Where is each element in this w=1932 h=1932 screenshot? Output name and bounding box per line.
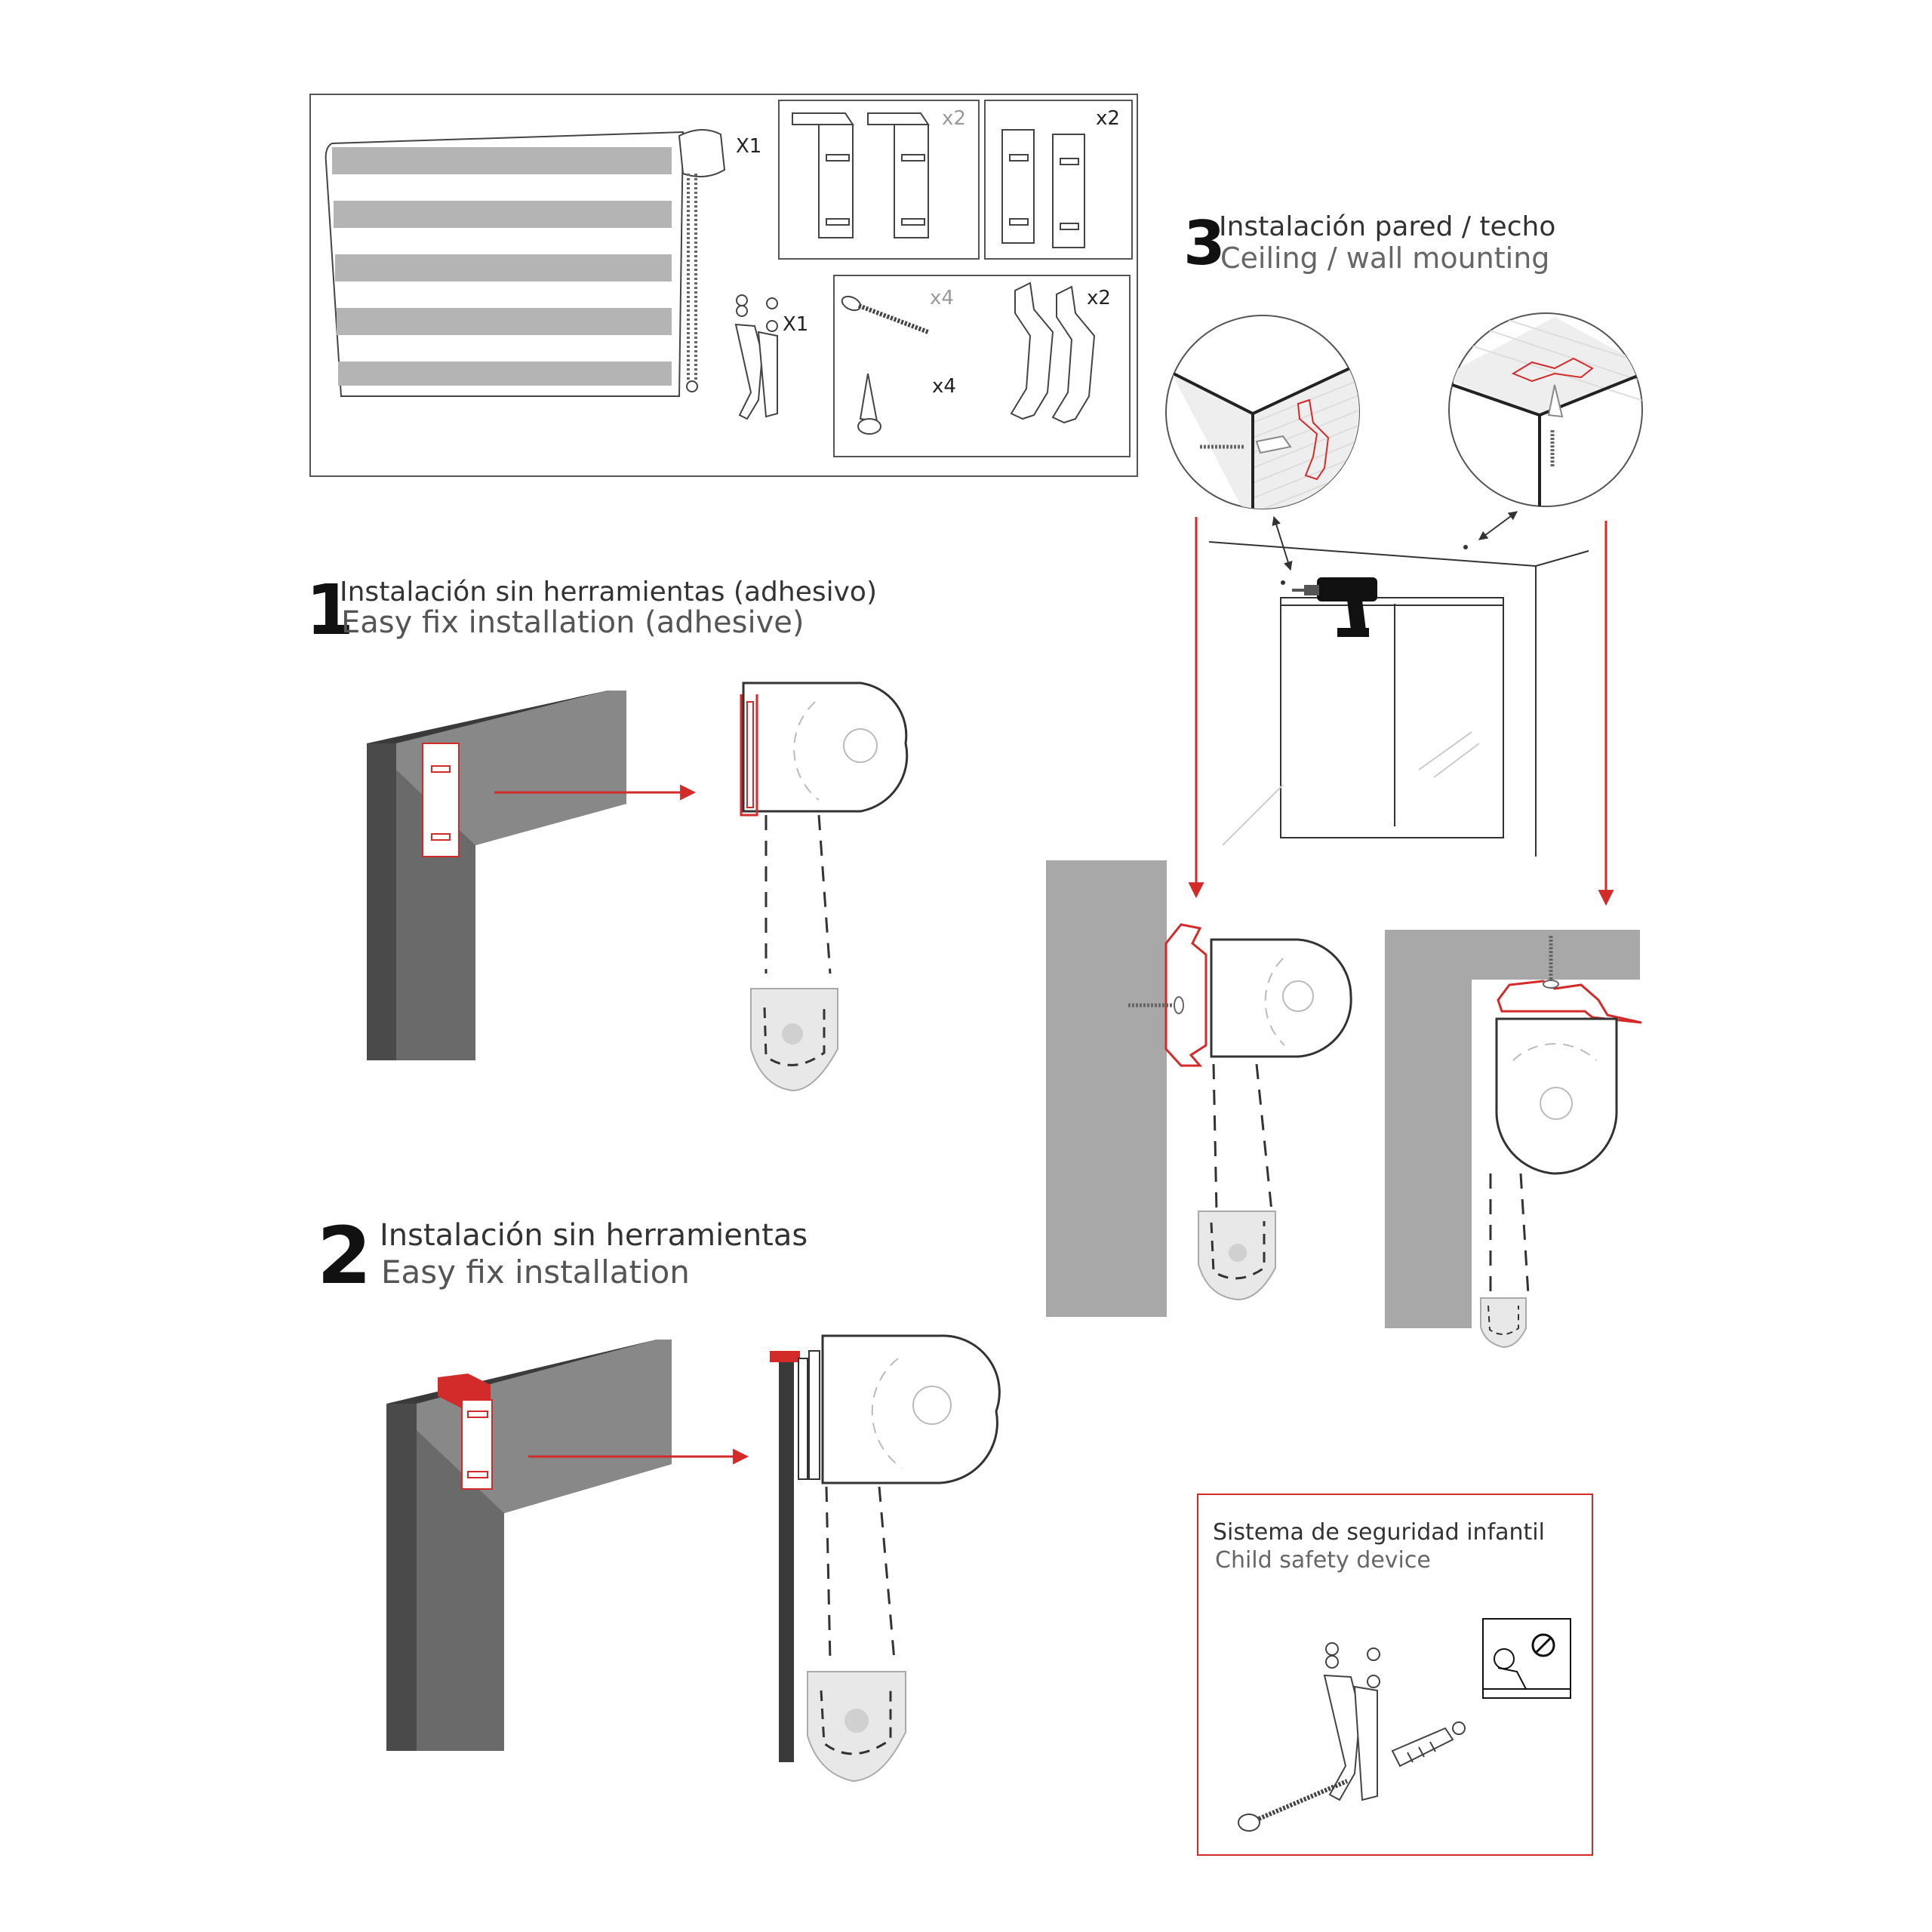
safety-device-qty: X1 <box>783 313 808 336</box>
step1-number: 1 <box>306 570 354 651</box>
parts-panel: X1 x2 x2 <box>309 94 1138 477</box>
child-safety-panel: Sistema de seguridad infantil Child safe… <box>1197 1494 1593 1856</box>
safety-device-part <box>734 294 778 420</box>
drill-point-dot <box>1463 545 1468 549</box>
ceiling-mount-result <box>1385 930 1642 1349</box>
blind-qty: X1 <box>736 135 761 158</box>
step2-title-en: Easy fix installation <box>381 1254 690 1291</box>
step1-title-es: Instalación sin herramientas (adhesivo) <box>340 577 877 608</box>
step2-roller-head <box>770 1334 1001 1783</box>
step1-roller-head <box>740 681 909 1092</box>
screw-part <box>841 295 930 334</box>
step1-title-en: Easy fix installation (adhesive) <box>341 605 804 640</box>
metal-bracket-part <box>1010 281 1096 424</box>
safety-title-es: Sistema de seguridad infantil <box>1213 1519 1545 1546</box>
roller-blind-illustration <box>325 129 726 397</box>
metal-bracket-qty: x2 <box>1087 287 1111 309</box>
safety-device-illustration <box>1238 1642 1466 1832</box>
child-warning-icon <box>1482 1618 1571 1699</box>
wall-detail-link <box>1272 515 1293 571</box>
adhesive-plate-part <box>1001 129 1085 248</box>
wall-plug-part <box>857 373 881 435</box>
step2-heading: 2 Instalación sin herramientas Easy fix … <box>317 1210 808 1302</box>
screw-qty: x4 <box>930 287 954 309</box>
safety-title-en: Child safety device <box>1215 1547 1431 1574</box>
step1-window-frame <box>367 691 626 1060</box>
step2-number: 2 <box>317 1210 371 1302</box>
step3-title-es: Instalación pared / techo <box>1219 211 1555 242</box>
step3-number: 3 <box>1183 208 1226 278</box>
step2-window-frame <box>386 1340 672 1751</box>
drill-point-dot <box>1281 580 1285 585</box>
step1-heading: 1 Instalación sin herramientas (adhesivo… <box>306 570 877 651</box>
ceiling-detail-link <box>1478 511 1518 540</box>
step3-title-en: Ceiling / wall mounting <box>1220 242 1549 275</box>
room-window-scene <box>1208 541 1589 857</box>
hook-bracket-part <box>792 112 930 238</box>
drill-icon <box>1292 577 1377 637</box>
step3-heading: 3 Instalación pared / techo Ceiling / wa… <box>1183 208 1555 278</box>
step2-title-es: Instalación sin herramientas <box>380 1218 808 1253</box>
ceiling-mount-detail-circle <box>1448 312 1643 507</box>
plug-qty: x4 <box>932 375 956 398</box>
wall-mount-detail-circle <box>1165 315 1360 509</box>
adhesive-plate-qty: x2 <box>1096 107 1120 130</box>
wall-mount-result <box>1046 860 1352 1317</box>
hook-bracket-qty: x2 <box>942 107 966 130</box>
